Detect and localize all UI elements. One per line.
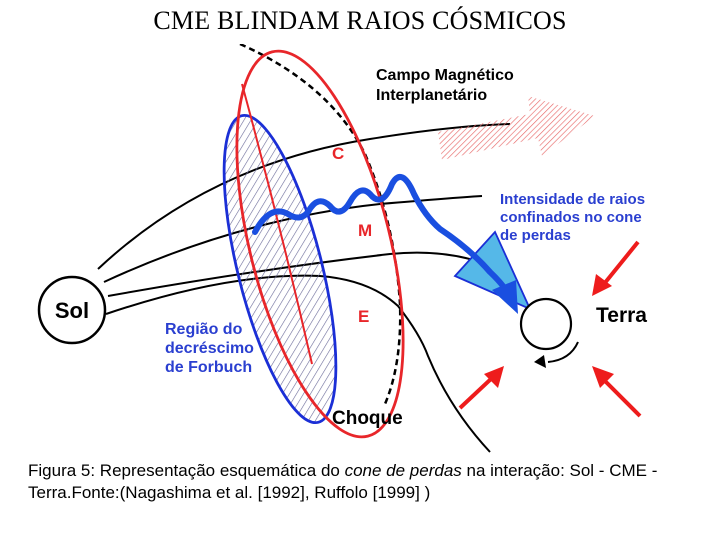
sun-circle (37, 275, 107, 345)
earth-rotation-arrowhead (534, 355, 546, 368)
cme-diagram: Sol Terra Campo Magnético Interplanetári… (30, 44, 680, 454)
cme-ellipse (235, 49, 405, 439)
cosmic-ray-arrow-top (592, 240, 640, 296)
forbush-label-line2: decréscimo (165, 340, 254, 357)
cosmic-ray-arrow-right (592, 366, 642, 418)
earth-rotation-arrow (547, 341, 579, 363)
particle-path-arrowhead (492, 280, 518, 314)
cone-label-line3: de perdas (500, 227, 571, 244)
field-line-1 (97, 123, 511, 270)
forbush-label-line1: Região do (165, 321, 243, 338)
caption-suffix: na interação: Sol - CME - Terra.Fonte:(N… (28, 461, 658, 502)
cme-axis-line (241, 83, 313, 365)
forbush-label-line3: de Forbuch (165, 359, 252, 376)
cone-label-line2: confinados no cone (500, 209, 642, 226)
imf-arrow (438, 96, 595, 160)
particle-path (252, 174, 515, 305)
earth-label: Terra (596, 304, 647, 327)
slide-title: CME BLINDAM RAIOS CÓSMICOS (153, 6, 567, 35)
earth-circle (519, 297, 573, 351)
field-line-4 (105, 274, 491, 453)
label-c: C (332, 144, 344, 163)
shock-label: Choque (332, 408, 403, 429)
caption-italic: cone de perdas (344, 461, 462, 480)
cosmic-ray-arrow-bottom (458, 366, 504, 410)
cone-label-line1: Intensidade de raios (500, 191, 645, 208)
diagram-svg: Sol Terra Campo Magnético Interplanetári… (37, 44, 647, 453)
label-m: M (358, 221, 372, 240)
shock-front (239, 44, 402, 405)
label-e: E (358, 307, 369, 326)
imf-label-line1: Campo Magnético (376, 67, 514, 84)
sun-label: Sol (55, 298, 89, 323)
figure-caption: Figura 5: Representação esquemática do c… (28, 460, 696, 504)
imf-label-line2: Interplanetário (376, 87, 487, 104)
caption-prefix: Figura 5: Representação esquemática do (28, 461, 345, 480)
